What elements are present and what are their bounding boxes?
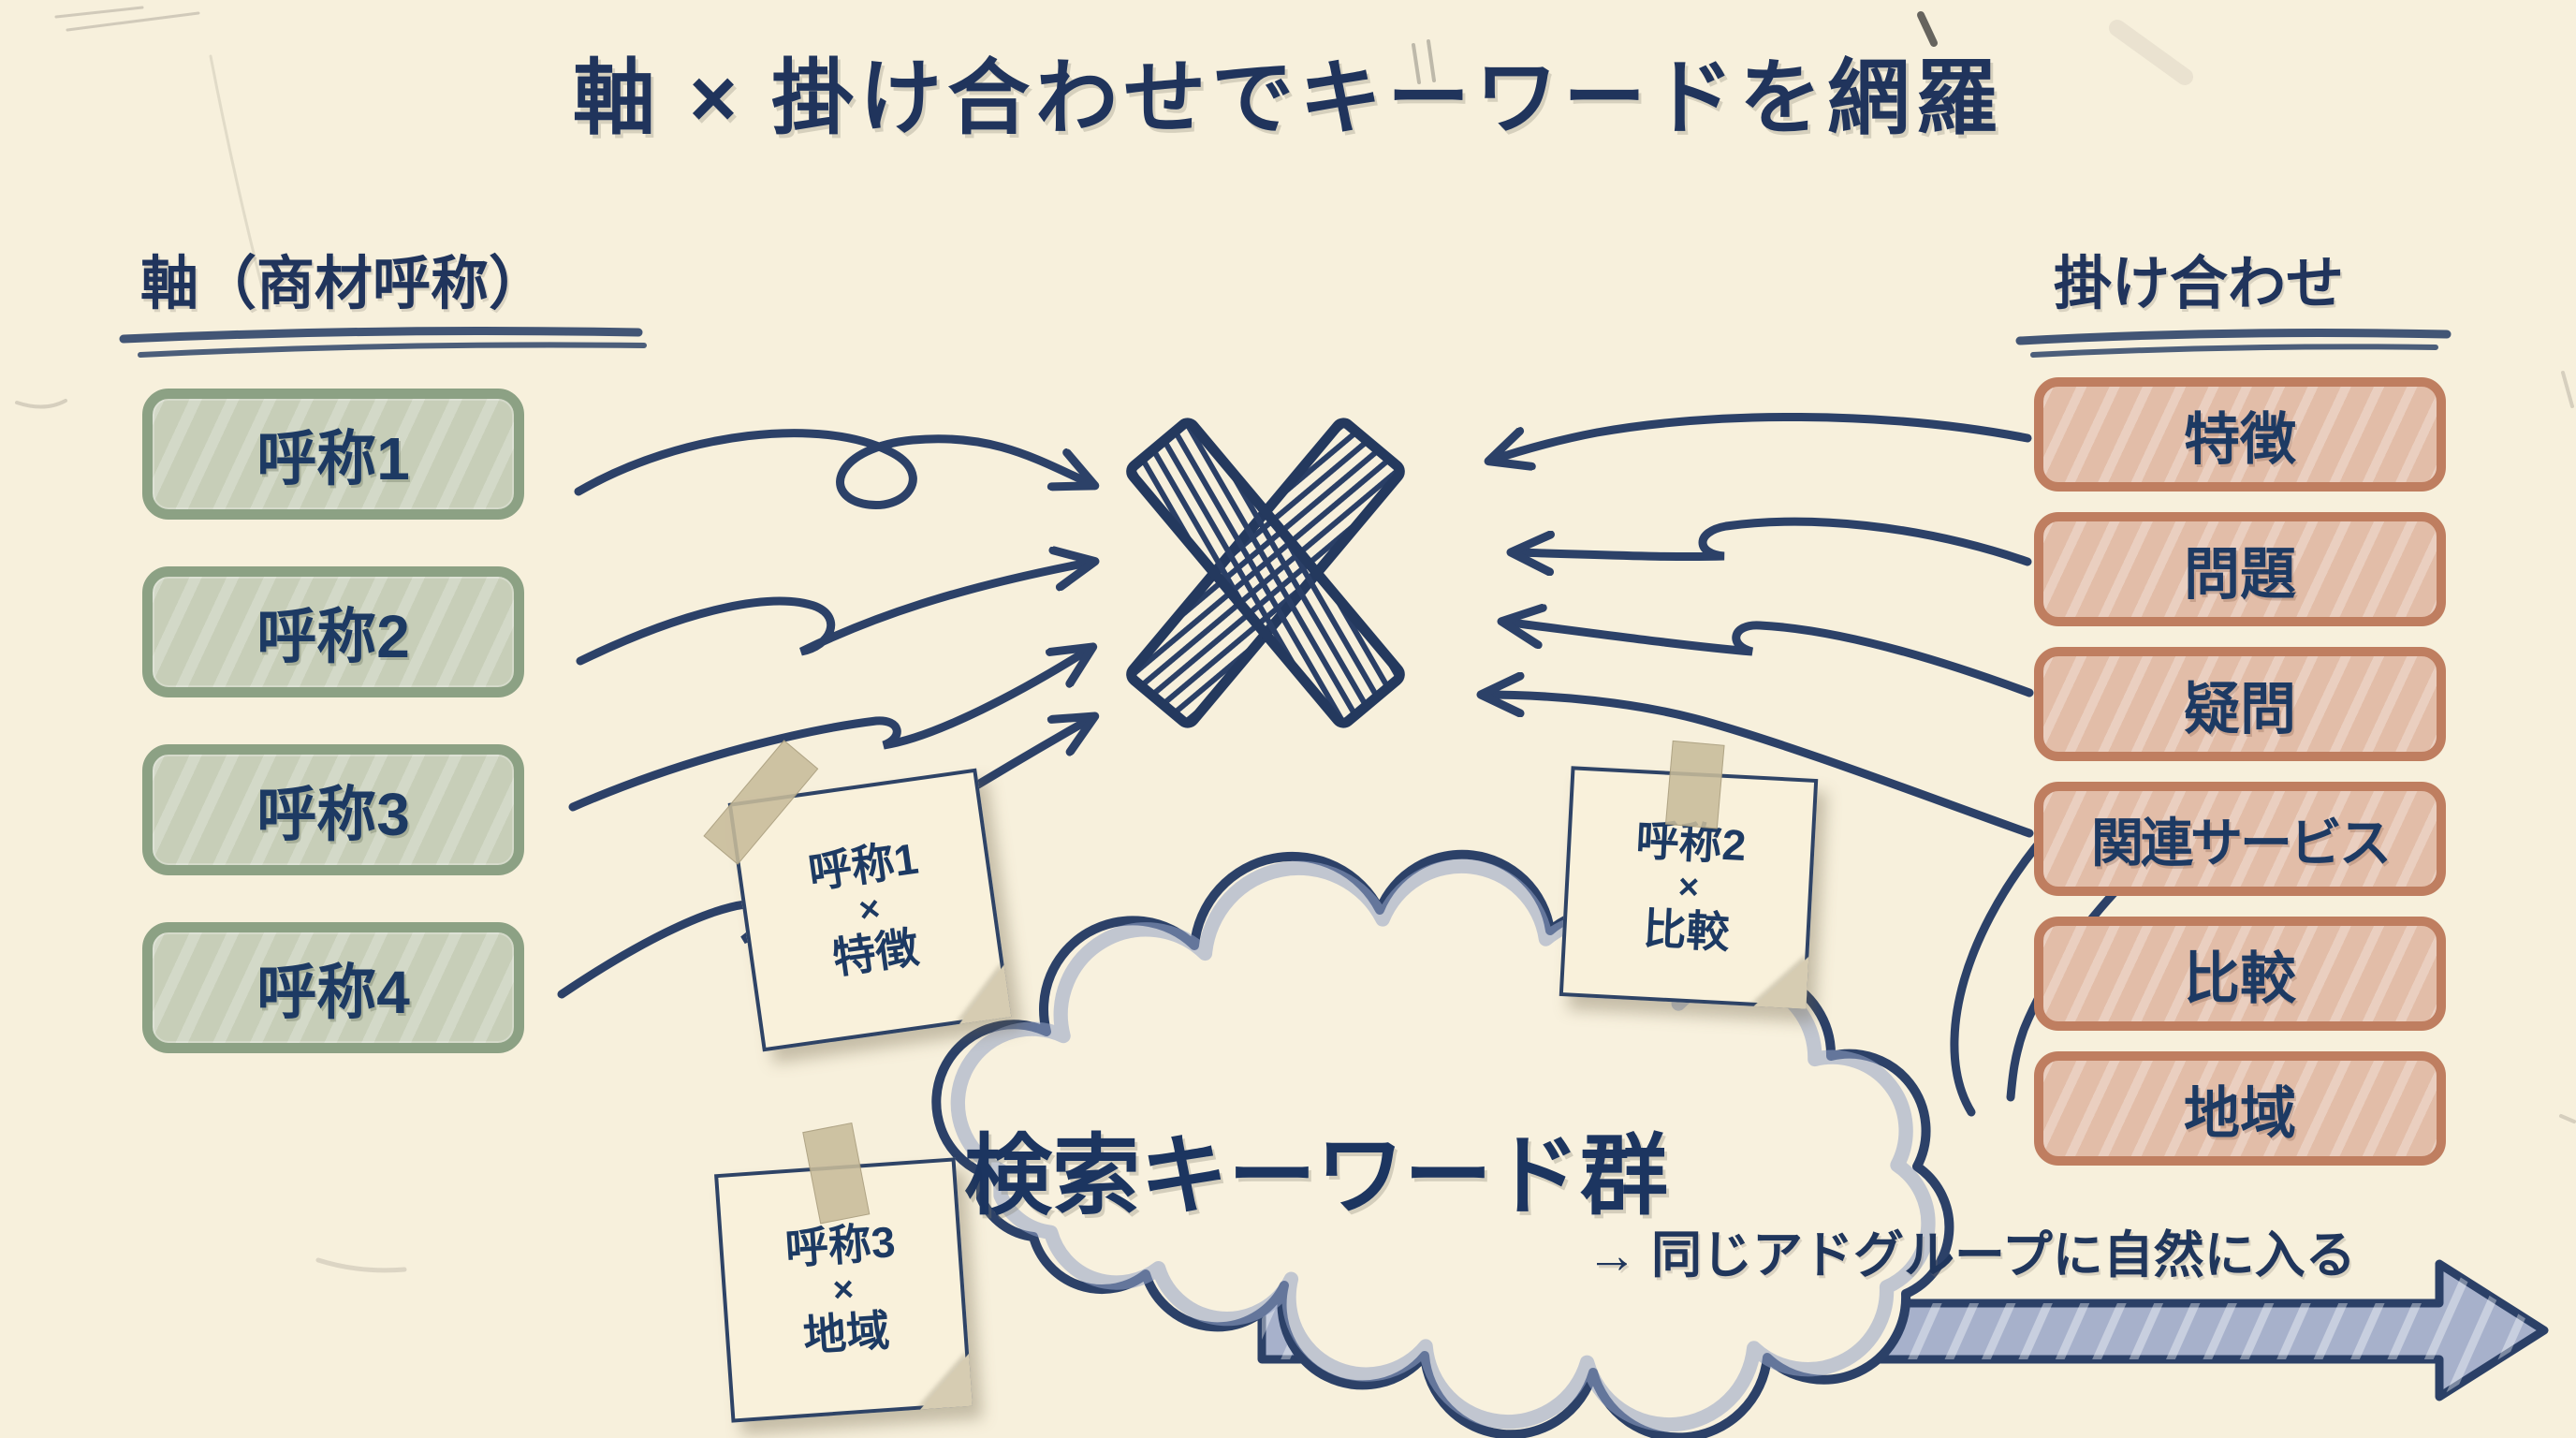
flow-annotation: → 同じアドグループに自然に入る: [1587, 1227, 2356, 1284]
sticky-note-3: 呼称3 × 地域: [714, 1123, 973, 1423]
sticky-note-1-operator: ×: [856, 888, 883, 932]
axis-box-2-label: 呼称2: [256, 603, 410, 670]
page-curl-icon: [952, 964, 1012, 1024]
sticky-note-3-operator: ×: [831, 1269, 856, 1311]
keyword-cloud-label: 検索キーワード群: [964, 1126, 1669, 1225]
sticky-note-3-line2: 地域: [801, 1305, 891, 1361]
combo-swoop-line-1: [1950, 786, 2092, 1117]
sticky-note-2-line2: 比較: [1642, 903, 1731, 958]
combination-column-header: 掛け合わせ: [2054, 252, 2345, 316]
combo-arrow-4: [1483, 695, 2034, 838]
right-header-underline: [2015, 329, 2452, 358]
combination-box-2: 問題: [2034, 512, 2446, 626]
combination-box-6: 地域: [2034, 1051, 2446, 1166]
combination-box-6-label: 地域: [2184, 1081, 2296, 1145]
sticky-note-1: 呼称1 × 特徴: [703, 740, 1012, 1052]
sticky-note-2: 呼称2 × 比較: [1559, 740, 1819, 1009]
axis-box-1-label: 呼称1: [256, 425, 410, 492]
axis-arrow-1: [574, 429, 1093, 509]
page-title: 軸 × 掛け合わせでキーワードを網羅: [572, 51, 2004, 144]
combination-box-1-label: 特徴: [2184, 407, 2296, 471]
combination-box-5-label: 比較: [2184, 946, 2296, 1010]
axis-arrow-3: [568, 648, 1091, 812]
combination-box-1: 特徴: [2034, 377, 2446, 492]
axis-box-1: 呼称1: [142, 389, 524, 520]
axis-box-3: 呼称3: [142, 744, 524, 875]
axis-box-4: 呼称4: [142, 922, 524, 1053]
page-curl-icon: [916, 1353, 973, 1410]
axis-box-3-label: 呼称3: [256, 781, 410, 848]
sticky-note-2-operator: ×: [1676, 867, 1701, 908]
combo-arrow-3: [1503, 622, 2034, 697]
axis-column-header: 軸（商材呼称）: [140, 252, 548, 316]
combination-box-2-label: 問題: [2184, 542, 2296, 606]
combo-arrow-1: [1490, 413, 2032, 461]
sticky-note-3-line1: 呼称3: [783, 1217, 898, 1274]
axis-box-4-label: 呼称4: [256, 959, 410, 1026]
axis-box-2: 呼称2: [142, 566, 524, 697]
page-curl-icon: [1753, 953, 1809, 1009]
combo-arrow-2: [1513, 517, 2032, 562]
combination-box-4: 関連サービス: [2034, 782, 2446, 896]
left-header-underline: [119, 327, 647, 358]
axis-arrow-2: [576, 562, 1093, 666]
combination-box-5: 比較: [2034, 917, 2446, 1031]
multiply-x-icon: [1126, 418, 1405, 728]
combination-box-3: 疑問: [2034, 647, 2446, 761]
combination-box-3-label: 疑問: [2184, 677, 2296, 741]
sticky-note-1-line2: 特徴: [829, 922, 922, 983]
tape-icon: [1664, 740, 1725, 829]
combination-box-4-label: 関連サービス: [2091, 813, 2392, 873]
sticky-note-1-line1: 呼称1: [805, 834, 922, 898]
